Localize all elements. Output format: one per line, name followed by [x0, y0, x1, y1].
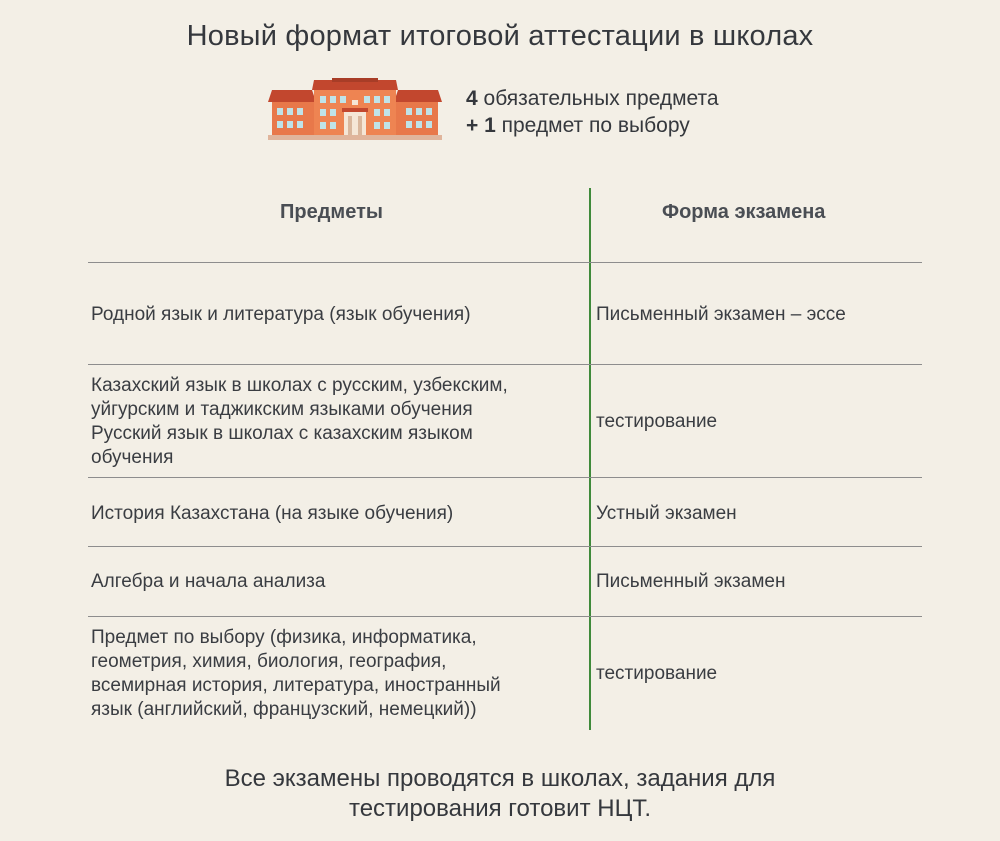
row-divider [88, 616, 922, 617]
table-row-subject: Казахский язык в школах с русским, узбек… [91, 374, 581, 470]
column-divider [589, 188, 591, 730]
subject-line: История Казахстана (на языке обучения) [91, 503, 454, 524]
footer-line: Все экзамены проводятся в школах, задани… [224, 765, 776, 792]
table-row-subject: Предмет по выбору (физика, информатика, … [91, 626, 581, 722]
table-row-form: Письменный экзамен [596, 571, 786, 592]
footer-note: Все экзамены проводятся в школах, задани… [0, 764, 1000, 824]
table-row-form: тестирование [596, 663, 718, 684]
row-divider [88, 262, 922, 263]
table-row-subject: Родной язык и литература (язык обучения) [91, 303, 581, 327]
subject-line: уйгурским и таджикским языками обучения [91, 399, 473, 420]
mandatory-subjects-line: 4 обязательных предмета [466, 87, 719, 110]
row-divider [88, 364, 922, 365]
subject-line: Русский язык в школах с казахским языком [91, 423, 473, 444]
row-divider [88, 477, 922, 478]
subject-line: язык (английский, французский, немецкий)… [91, 699, 477, 720]
table-row-form: Устный экзамен [596, 503, 737, 524]
header-exam-form: Форма экзамена [662, 201, 826, 223]
elective-subject-line: + 1 предмет по выбору [466, 114, 690, 137]
table-row-subject: История Казахстана (на языке обучения) [91, 502, 581, 526]
school-building-icon [268, 78, 442, 140]
subject-line: Родной язык и литература (язык обучения) [91, 304, 471, 325]
subjects-summary: 4 обязательных предмета + 1 предмет по в… [466, 85, 719, 139]
table-row-subject: Алгебра и начала анализа [91, 570, 581, 594]
footer-line: тестирования готовит НЦТ. [348, 795, 651, 822]
page-title: Новый формат итоговой аттестации в школа… [186, 20, 814, 52]
subject-line: Предмет по выбору (физика, информатика, [91, 627, 477, 648]
table-row-form: Письменный экзамен – эссе [596, 304, 846, 325]
table-row-form: тестирование [596, 411, 718, 432]
header-subjects: Предметы [280, 201, 383, 223]
subject-line: геометрия, химия, биология, география, [91, 651, 447, 672]
row-divider [88, 546, 922, 547]
subject-line: обучения [91, 447, 174, 468]
subject-line: всемирная история, литература, иностранн… [91, 675, 501, 696]
subject-line: Алгебра и начала анализа [91, 571, 326, 592]
subject-line: Казахский язык в школах с русским, узбек… [91, 375, 508, 396]
